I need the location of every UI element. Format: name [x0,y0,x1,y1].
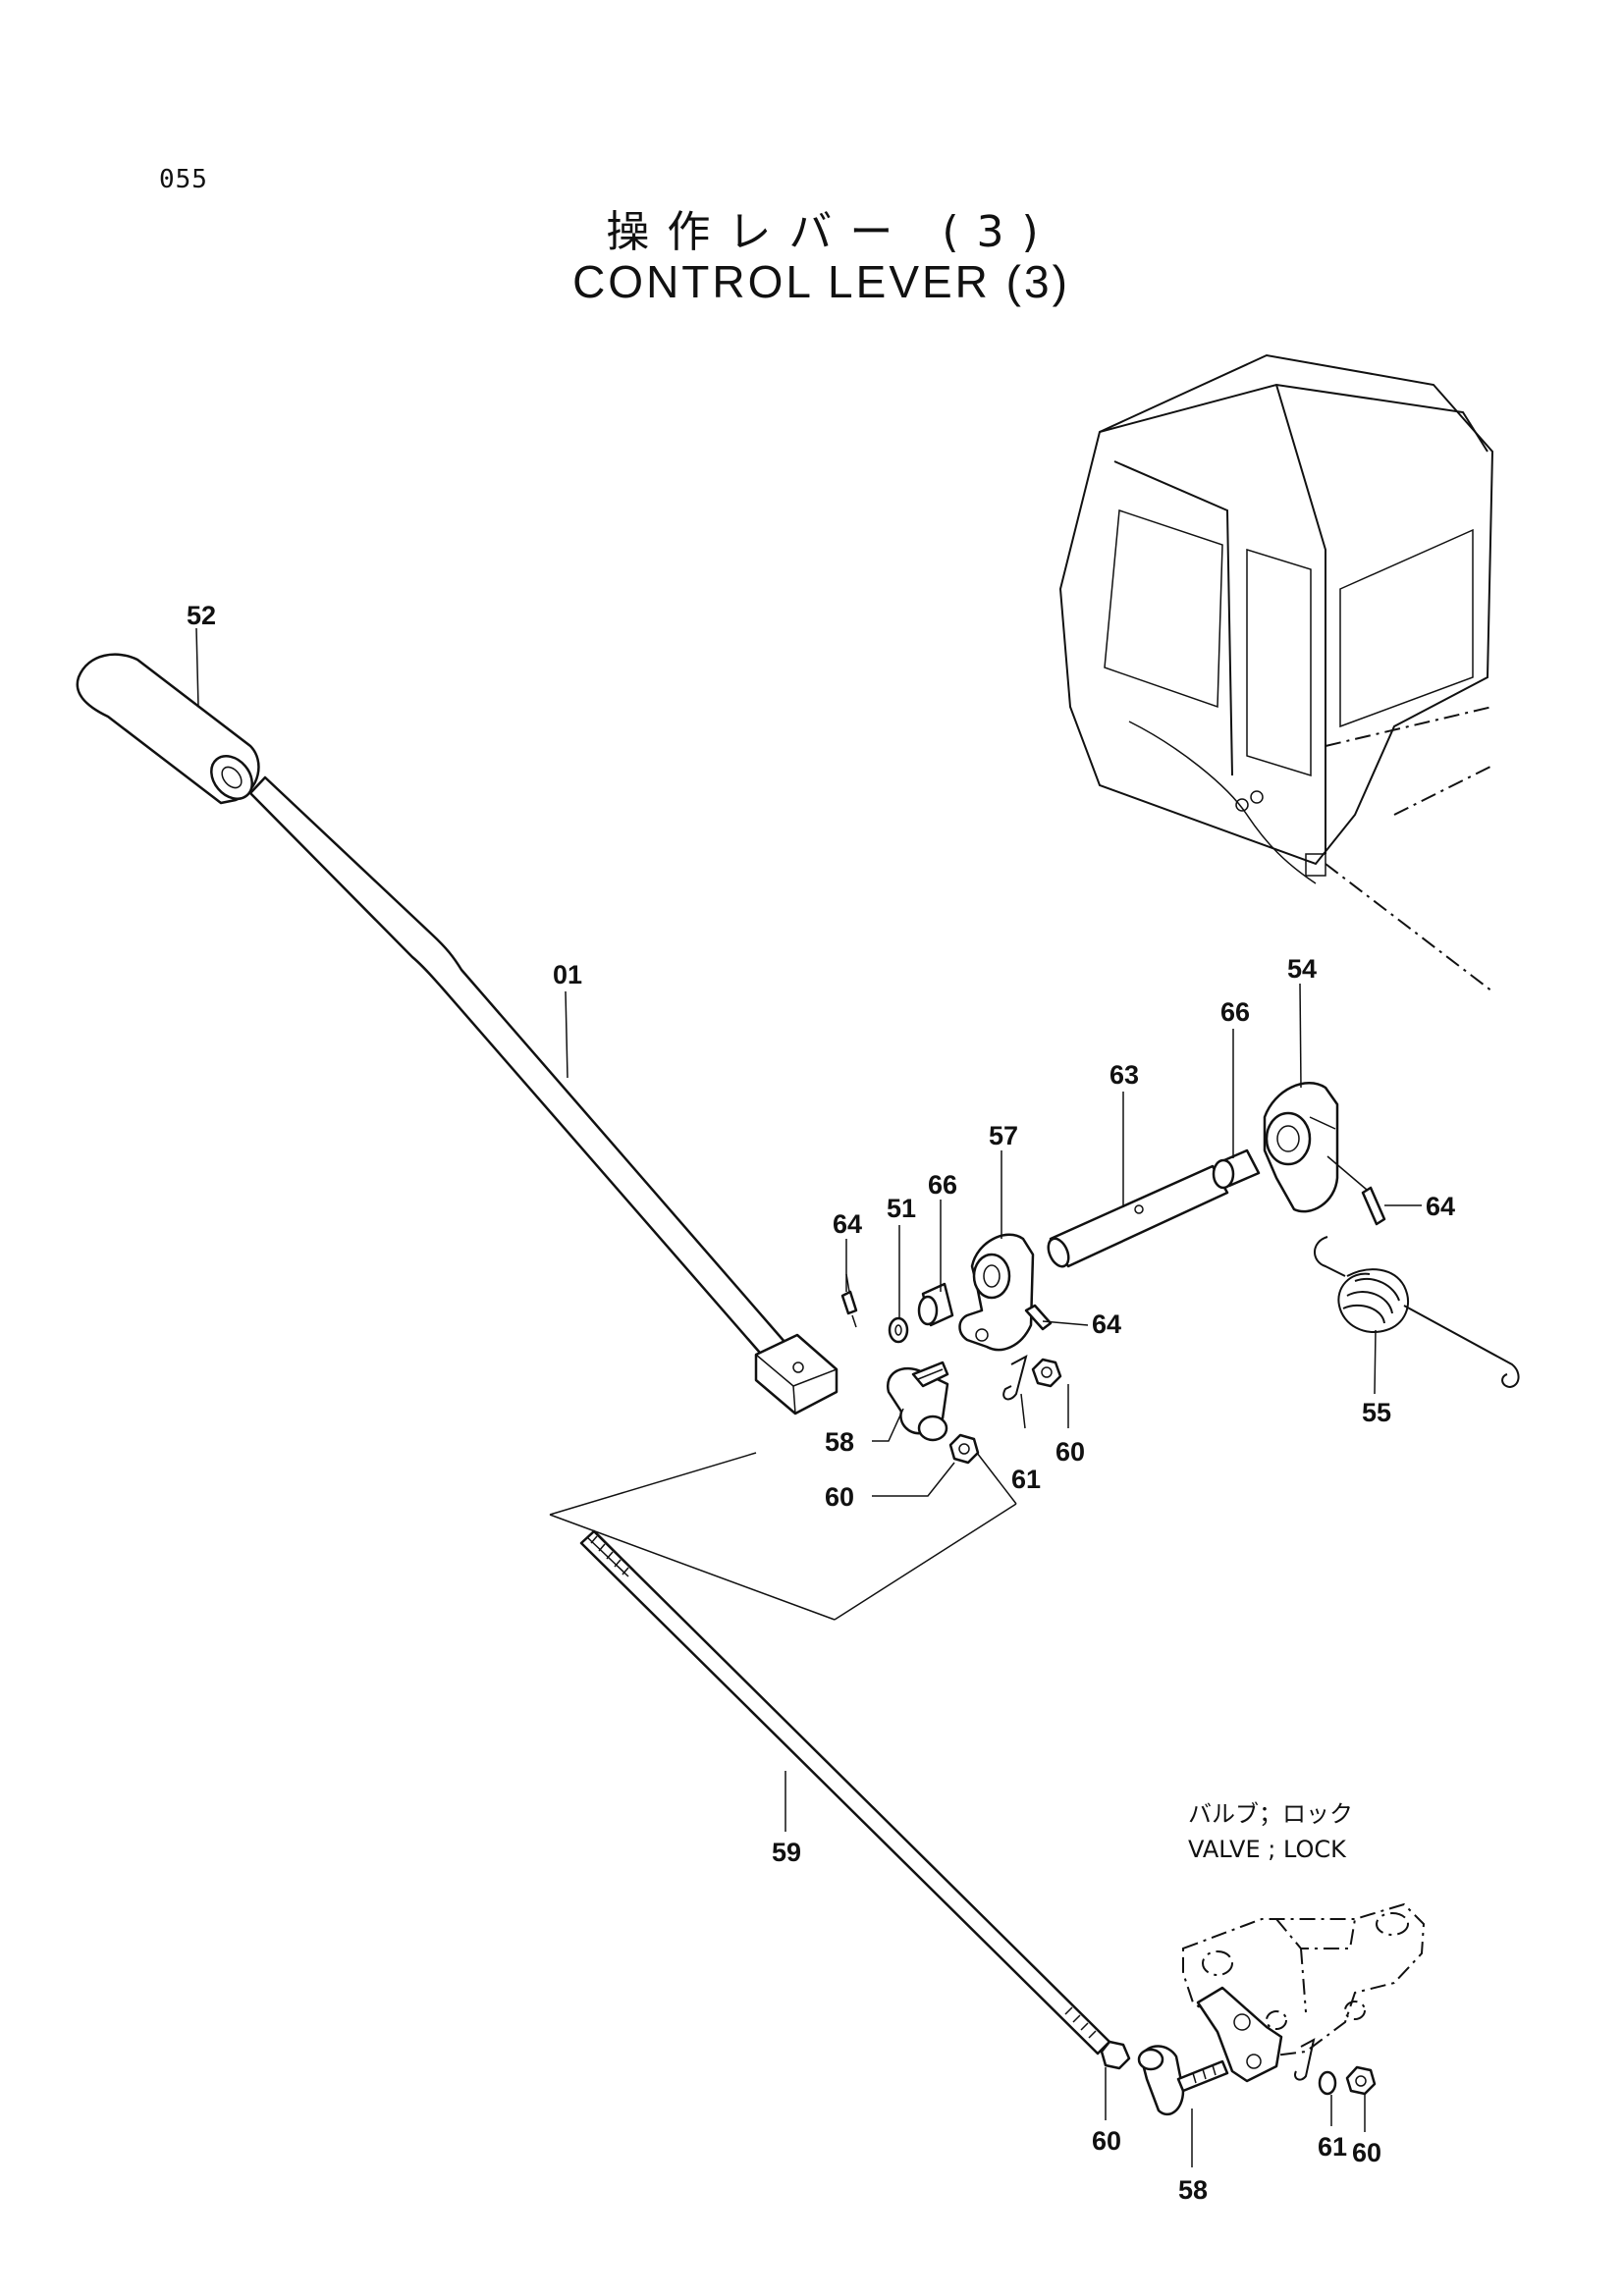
label-01: 01 [553,960,582,989]
valve-note-english: VALVE ; LOCK [1188,1836,1347,1863]
spring-55 [1314,1236,1520,1389]
label-64-middle: 64 [1092,1309,1121,1339]
nut-60-upper-right [1031,1358,1062,1388]
label-66-right: 66 [1220,997,1250,1027]
label-61-lower: 61 [1318,2132,1347,2162]
label-54: 54 [1287,954,1317,984]
label-51: 51 [887,1194,916,1223]
cab-drawing [1058,353,1494,992]
pin-64-middle [1024,1304,1053,1331]
pin-64-right [1326,1155,1386,1226]
pin-64-left [840,1273,858,1328]
bushing-66-left [917,1282,954,1327]
label-57: 57 [989,1121,1018,1150]
title-english: CONTROL LEVER (3) [572,256,1070,307]
nut-60-rod [1100,2040,1131,2070]
leader-lines [195,627,1422,2167]
label-52: 52 [187,601,216,630]
clip-61-lower [1294,2038,1337,2096]
valve-note-japanese: バルブ；ロック [1188,1800,1353,1828]
bracket-57 [958,1233,1035,1352]
label-60-lower-right: 60 [1352,2138,1381,2167]
nut-60-lower-right [1345,2065,1377,2096]
washer-51 [888,1316,909,1344]
valve-lever [1196,1986,1283,2083]
knob-52 [76,653,260,805]
shaft-63 [1047,1164,1229,1268]
label-60-rod: 60 [1092,2126,1121,2156]
title-japanese: 操作レバー (3) [606,207,1056,257]
bracket-54 [1263,1082,1339,1213]
nut-60-upper-left [948,1433,980,1465]
label-55: 55 [1362,1398,1391,1427]
label-63: 63 [1109,1060,1139,1090]
label-60-upper-left: 60 [825,1482,854,1512]
rod-59 [579,1529,1111,2056]
label-66-left: 66 [928,1170,957,1200]
label-64-right: 64 [1426,1192,1455,1221]
ball-joint-58-upper [886,1361,949,1442]
label-59: 59 [772,1838,801,1867]
label-58-upper: 58 [825,1427,854,1457]
bushing-66-right [1212,1148,1261,1190]
ball-joint-58-lower [1137,2045,1229,2116]
clip-61-upper [1002,1355,1028,1401]
label-58-lower: 58 [1178,2175,1208,2205]
label-60-upper-right: 60 [1055,1437,1085,1467]
connection-frame [549,1452,1017,1621]
label-64-left: 64 [833,1209,862,1239]
lever-01 [248,775,839,1415]
label-61-upper: 61 [1011,1465,1041,1494]
page-number: 055 [159,165,208,194]
